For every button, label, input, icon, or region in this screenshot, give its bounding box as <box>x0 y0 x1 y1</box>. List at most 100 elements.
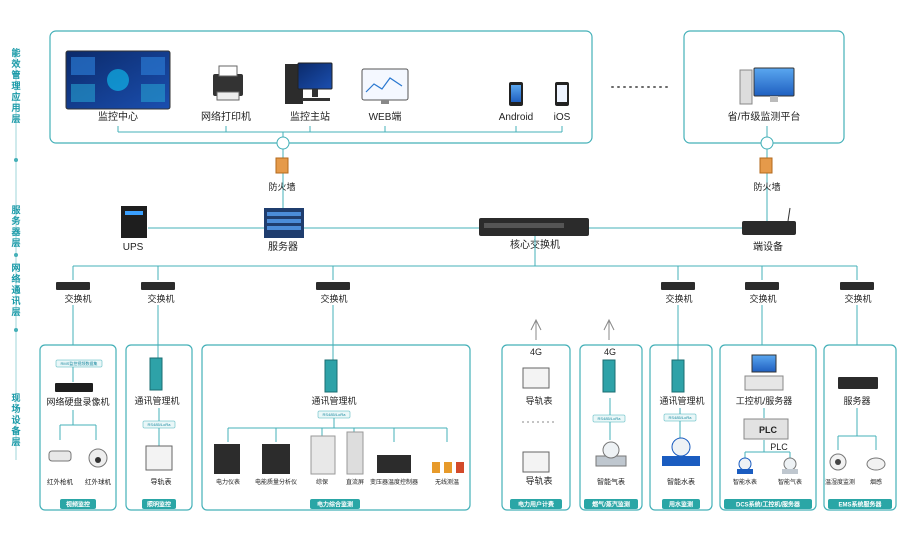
ipc-icon <box>744 354 784 391</box>
layer-axis: 能效管理应用层 服务器层 网络通讯层 现场设备层 <box>10 47 21 460</box>
gateway-icon <box>324 359 338 393</box>
user-meter-bottom-label: 导轨表 <box>525 475 552 486</box>
gateway-icon <box>671 359 685 393</box>
footer-user-meter: 电力用户计费 <box>518 501 554 509</box>
group-box-video <box>39 344 117 511</box>
din-meter-icon <box>522 451 550 473</box>
temp-humidity-icon <box>829 453 847 471</box>
user-4g-label: 4G <box>530 347 542 357</box>
smoke-detector-label: 烟感 <box>870 478 882 486</box>
server-label: 服务器 <box>268 240 298 253</box>
gateway-icon <box>602 359 616 393</box>
gateway-icon <box>149 357 163 391</box>
water-meter-icon <box>662 437 700 466</box>
power-tag: RS485/LoRa <box>323 412 347 417</box>
core-switch-icon <box>479 218 589 236</box>
firewall-icon <box>275 157 289 174</box>
switch-icon <box>141 266 175 290</box>
relay-protection-icon <box>310 435 336 475</box>
edge-device-label: 端设备 <box>753 240 783 253</box>
android-label: Android <box>499 112 533 123</box>
monitor-host-label: 监控主站 <box>290 110 330 123</box>
nvr-icon <box>55 383 93 392</box>
footer-dcs: DCS系统/工控机/服务器 <box>736 501 801 509</box>
printer-icon <box>213 65 243 101</box>
gas-tag: RS485/LoRa <box>598 416 622 421</box>
temp-controller-icon <box>377 455 411 473</box>
temp-humidity-label: 温湿度监测 <box>825 478 855 486</box>
firewall-label-right: 防火墙 <box>753 181 780 192</box>
power-device-label: 直流屏 <box>346 478 364 486</box>
switch-icon <box>56 266 90 290</box>
din-meter-icon <box>145 445 173 471</box>
power-meter-icon <box>214 444 240 474</box>
ups-label: UPS <box>123 242 144 253</box>
group-box-gas <box>579 344 643 511</box>
dome-camera-icon <box>88 448 108 468</box>
dc-panel-icon <box>346 431 364 475</box>
antenna-icon <box>530 318 542 340</box>
wireless-temp-icon <box>432 462 464 473</box>
firewall-label-left: 防火墙 <box>268 181 295 192</box>
dcs-water-meter-label: 智能水表 <box>733 478 757 486</box>
smoke-detector-icon <box>866 457 886 471</box>
printer-label: 网络打印机 <box>201 110 251 123</box>
footer-video: 视频监控 <box>66 501 90 509</box>
bullet-camera-label: 红外枪机 <box>47 477 74 486</box>
edge-device-icon <box>742 207 796 235</box>
lighting-tag: RS485/LoRa <box>148 422 172 427</box>
power-device-label: 综保 <box>316 478 328 486</box>
group-box-user-meter <box>501 344 571 511</box>
layer-label-network: 网络通讯层 <box>11 263 20 317</box>
antenna-icon <box>603 318 615 340</box>
footer-water: 用水监测 <box>668 501 693 509</box>
switch-label: 交换机 <box>64 293 91 304</box>
group-box-dcs <box>719 344 817 511</box>
bullet-camera-icon <box>48 450 72 462</box>
app-layer-box <box>49 30 593 144</box>
footer-ems: EMS系统服务器 <box>838 501 882 509</box>
power-device-label: 变压器温度控制器 <box>370 478 418 486</box>
switch-icon <box>840 266 874 290</box>
switch-label: 交换机 <box>844 293 871 304</box>
ios-phone-icon <box>555 82 569 106</box>
switch-label: 交换机 <box>320 293 347 304</box>
ems-server-label: 服务器 <box>843 395 870 406</box>
plc-label: PLC <box>770 442 788 452</box>
lighting-meter-label: 导轨表 <box>151 477 172 486</box>
plc-badge: PLC <box>759 425 778 435</box>
switch-label: 交换机 <box>147 293 174 304</box>
switch-label: 交换机 <box>665 293 692 304</box>
water-meter-label: 智能水表 <box>667 477 695 486</box>
layer-label-server: 服务器层 <box>10 205 21 248</box>
gas-meter-icon <box>595 441 627 467</box>
power-device-label: 无线测温 <box>435 478 459 486</box>
switch-icon <box>661 266 695 290</box>
monitor-host-icon <box>285 62 333 104</box>
din-meter-icon <box>522 367 550 389</box>
group-box-water <box>649 344 713 511</box>
video-tag: RMS监控视频数据集 <box>61 360 98 366</box>
smart-water-meter-icon <box>737 457 753 474</box>
footer-power: 电力综合监测 <box>317 501 353 509</box>
power-device-label: 电力仪表 <box>216 478 240 486</box>
server-rack-icon <box>264 208 304 238</box>
footer-gas: 燃气/蒸汽监测 <box>592 501 630 509</box>
switch-icon <box>745 266 779 290</box>
province-computer-icon <box>739 67 795 105</box>
province-label: 省/市级监测平台 <box>728 110 801 123</box>
layer-label-app: 能效管理应用层 <box>10 47 21 124</box>
gas-meter-label: 智能气表 <box>597 477 625 486</box>
globe-icon <box>276 136 290 150</box>
gas-4g-label: 4G <box>604 347 616 357</box>
nvr-label: 网络硬盘录像机 <box>46 396 109 407</box>
power-gateway-label: 通讯管理机 <box>311 395 356 406</box>
ems-server-icon <box>838 377 878 389</box>
water-tag: RS485/LoRa <box>669 415 693 420</box>
switch-row <box>56 266 874 290</box>
android-phone-icon <box>509 82 523 106</box>
smart-gas-meter-icon <box>782 457 798 474</box>
ios-label: iOS <box>554 112 571 123</box>
lighting-gateway-label: 通讯管理机 <box>134 395 179 406</box>
